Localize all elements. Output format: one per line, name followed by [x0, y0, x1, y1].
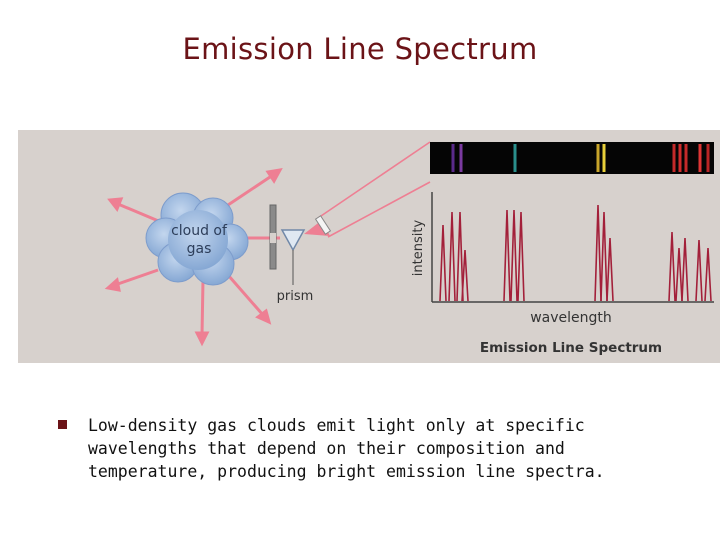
dispersed-beam — [304, 141, 431, 238]
spectrum-peak — [704, 247, 712, 302]
emission-diagram-svg: cloud of gas prism intensity wavelength … — [104, 141, 714, 356]
light-rays — [104, 168, 283, 347]
prism — [280, 229, 306, 252]
spectrum-peak — [600, 211, 608, 302]
spectrum-strip — [430, 142, 714, 174]
ray-arrowhead — [104, 277, 121, 292]
bullet-text: Low-density gas clouds emit light only a… — [88, 416, 605, 481]
emission-line — [698, 144, 702, 172]
ray-down — [200, 279, 205, 336]
emission-line — [672, 144, 676, 172]
spectrum-peak — [439, 224, 447, 302]
ray-arrowhead — [265, 168, 283, 184]
gas-cloud — [145, 192, 249, 286]
ray-left — [114, 268, 159, 287]
x-axis-label: wavelength — [530, 310, 612, 326]
spectrum-peak — [461, 249, 469, 302]
spectrum-peak — [503, 209, 511, 302]
spectrum-peak — [510, 209, 518, 302]
emission-line — [678, 144, 682, 172]
cloud-label-line2: gas — [187, 241, 212, 257]
spectrum-peak — [668, 231, 676, 302]
prism-label: prism — [277, 289, 314, 304]
figure-caption: Emission Line Spectrum — [480, 340, 662, 356]
emission-line — [596, 144, 600, 172]
spectrum-peak — [448, 211, 456, 302]
y-axis-label: intensity — [411, 220, 426, 277]
spectrum-peaks — [439, 204, 712, 302]
slide-title: Emission Line Spectrum — [182, 32, 538, 66]
spectrum-peak — [675, 247, 683, 302]
detector-window — [314, 215, 332, 235]
emission-diagram: cloud of gas prism intensity wavelength … — [18, 130, 720, 363]
ray-arrowhead — [107, 197, 124, 212]
ray-arrowhead — [194, 331, 210, 347]
emission-line — [684, 144, 688, 172]
ray-arrowhead — [255, 308, 272, 325]
emission-line — [459, 144, 463, 172]
spectrum-peak — [695, 239, 703, 302]
spectrum-peak — [606, 237, 614, 302]
ray-down-right — [226, 274, 265, 316]
emission-line — [602, 144, 606, 172]
emission-line — [513, 144, 517, 172]
cloud-label-line1: cloud of — [171, 223, 228, 239]
bullet-marker — [58, 420, 67, 429]
spectrum-peak — [456, 211, 464, 302]
bright-lines — [451, 144, 710, 172]
slit-gap — [270, 233, 276, 243]
spectrum-peak — [517, 211, 525, 302]
emission-line — [706, 144, 710, 172]
spectrum-peak — [594, 204, 602, 302]
spectrum-peak — [681, 237, 689, 302]
emission-line — [451, 144, 455, 172]
